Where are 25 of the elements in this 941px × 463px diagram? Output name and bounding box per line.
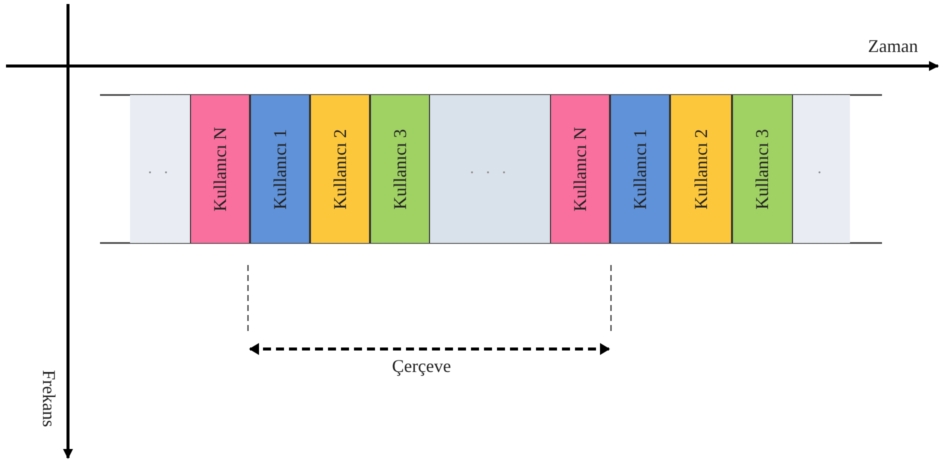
slot-label: Kullanıcı N	[210, 126, 230, 212]
dimension-label: Çerçeve	[392, 356, 451, 377]
ellipsis: .	[818, 160, 826, 178]
ellipsis: . . .	[470, 160, 510, 178]
time-slot	[310, 95, 370, 243]
slot-label: Kullanıcı 1	[270, 128, 290, 210]
time-slot	[190, 95, 250, 243]
axis-label: Zaman	[868, 36, 918, 57]
time-slot	[670, 95, 732, 243]
time-slot	[370, 95, 430, 243]
axis-label: Frekans	[38, 370, 59, 427]
slot-label: Kullanıcı 3	[390, 128, 410, 210]
ellipsis: . .	[148, 160, 172, 178]
gap-slot	[430, 95, 550, 243]
slot-label: Kullanıcı 2	[330, 128, 350, 210]
time-slot	[732, 95, 793, 243]
time-slot	[610, 95, 670, 243]
time-slot	[250, 95, 310, 243]
gap-slot	[130, 95, 190, 243]
slot-label: Kullanıcı N	[570, 126, 590, 212]
slot-label: Kullanıcı 1	[630, 128, 650, 210]
time-slot	[550, 95, 610, 243]
slot-label: Kullanıcı 2	[690, 128, 712, 210]
slot-label: Kullanıcı 3	[752, 128, 773, 210]
gap-slot	[793, 95, 850, 243]
